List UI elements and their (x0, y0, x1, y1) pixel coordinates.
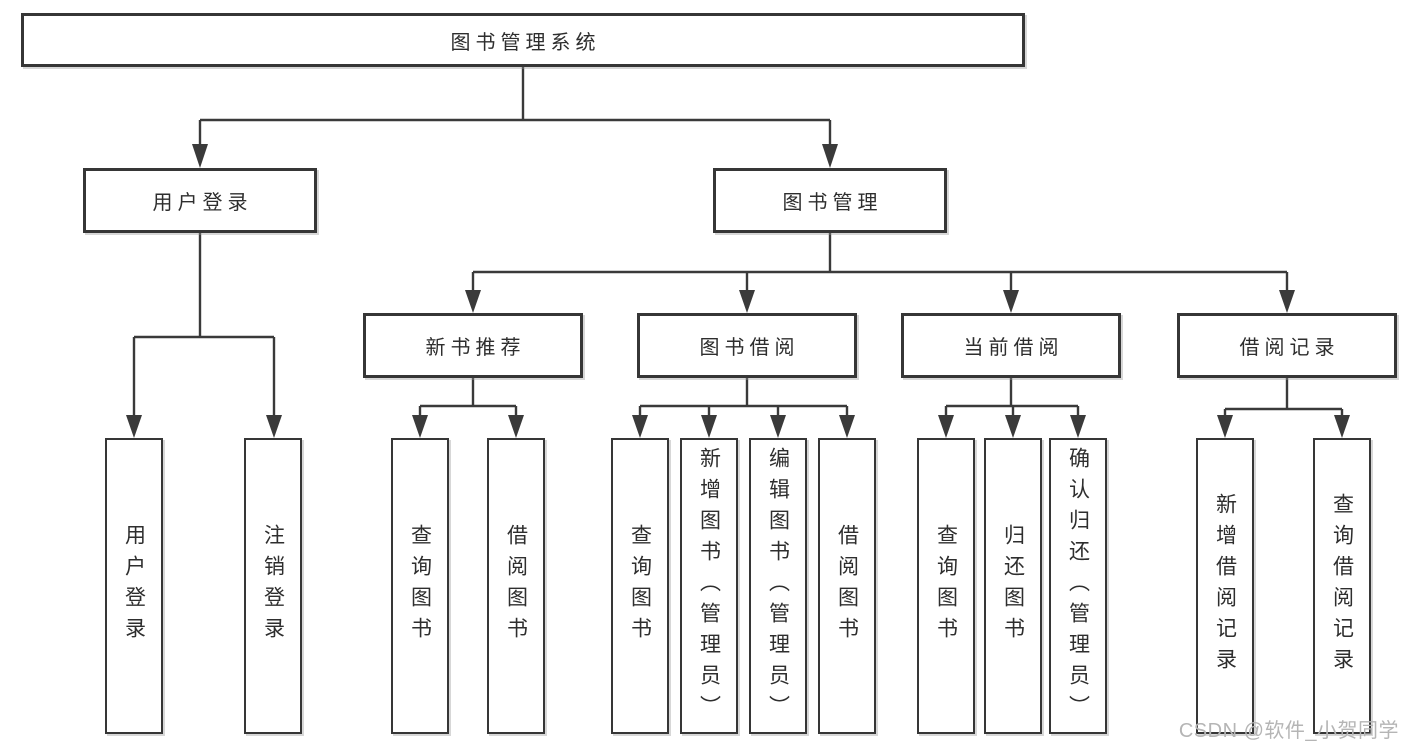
node-label: 新增借阅记录 (1213, 493, 1237, 679)
connector-records-to-leaves (1223, 378, 1344, 420)
node-book-management: 图书管理 (713, 168, 947, 233)
connector-borrow-to-leaves (638, 378, 849, 420)
arrowheads-level3 (465, 290, 1295, 313)
arrowheads-level2 (192, 144, 838, 168)
connector-userlogin-to-leaves (132, 233, 276, 420)
leaf-query-books-borrow: 查询图书 (611, 438, 669, 734)
node-new-book-recommend: 新书推荐 (363, 313, 583, 378)
node-label: 确认归还（管理员） (1066, 446, 1090, 726)
leaf-confirm-return-admin: 确认归还（管理员） (1049, 438, 1107, 734)
node-label: 用户登录 (152, 192, 253, 214)
connector-bookmgmt-to-level3 (471, 233, 1289, 295)
node-label: 图书管理系统 (450, 31, 601, 54)
node-label: 图书管理 (782, 192, 883, 214)
leaf-user-login: 用户登录 (105, 438, 163, 734)
leaf-borrow-books-recommend: 借阅图书 (487, 438, 545, 734)
leaf-add-books-admin: 新增图书（管理员） (680, 438, 738, 734)
leaf-logout: 注销登录 (244, 438, 302, 734)
node-label: 用户登录 (122, 524, 146, 648)
csdn-watermark: CSDN @软件_小贺同学 (1178, 720, 1399, 742)
node-label: 归还图书 (1001, 524, 1025, 648)
node-label: 借阅图书 (835, 524, 859, 648)
node-label: 借阅记录 (1239, 337, 1340, 359)
leaf-query-borrow-record: 查询借阅记录 (1313, 438, 1371, 734)
leaf-query-books-current: 查询图书 (917, 438, 975, 734)
node-label: 查询借阅记录 (1330, 493, 1354, 679)
node-label: 查询图书 (934, 524, 958, 648)
connector-root-to-level2 (198, 67, 832, 150)
node-root-library-system: 图书管理系统 (21, 13, 1025, 67)
connector-current-to-leaves (944, 378, 1080, 420)
node-label: 编辑图书（管理员） (766, 446, 790, 726)
node-current-borrow: 当前借阅 (901, 313, 1121, 378)
node-label: 借阅图书 (504, 524, 528, 648)
node-user-login: 用户登录 (83, 168, 317, 233)
node-label: 查询图书 (628, 524, 652, 648)
node-borrow-records: 借阅记录 (1177, 313, 1397, 378)
leaf-add-borrow-record: 新增借阅记录 (1196, 438, 1254, 734)
node-label: 查询图书 (408, 524, 432, 648)
leaf-borrow-books: 借阅图书 (818, 438, 876, 734)
node-label: 注销登录 (261, 524, 285, 648)
leaf-edit-books-admin: 编辑图书（管理员） (749, 438, 807, 734)
leaf-return-books: 归还图书 (984, 438, 1042, 734)
leaf-query-books-recommend: 查询图书 (391, 438, 449, 734)
node-book-borrow: 图书借阅 (637, 313, 857, 378)
connector-newbook-to-leaves (418, 378, 518, 420)
node-label: 当前借阅 (963, 337, 1064, 359)
node-label: 新增图书（管理员） (697, 446, 721, 726)
node-label: 图书借阅 (699, 337, 800, 359)
node-label: 新书推荐 (425, 337, 526, 359)
arrowheads-leaves (126, 415, 1350, 438)
